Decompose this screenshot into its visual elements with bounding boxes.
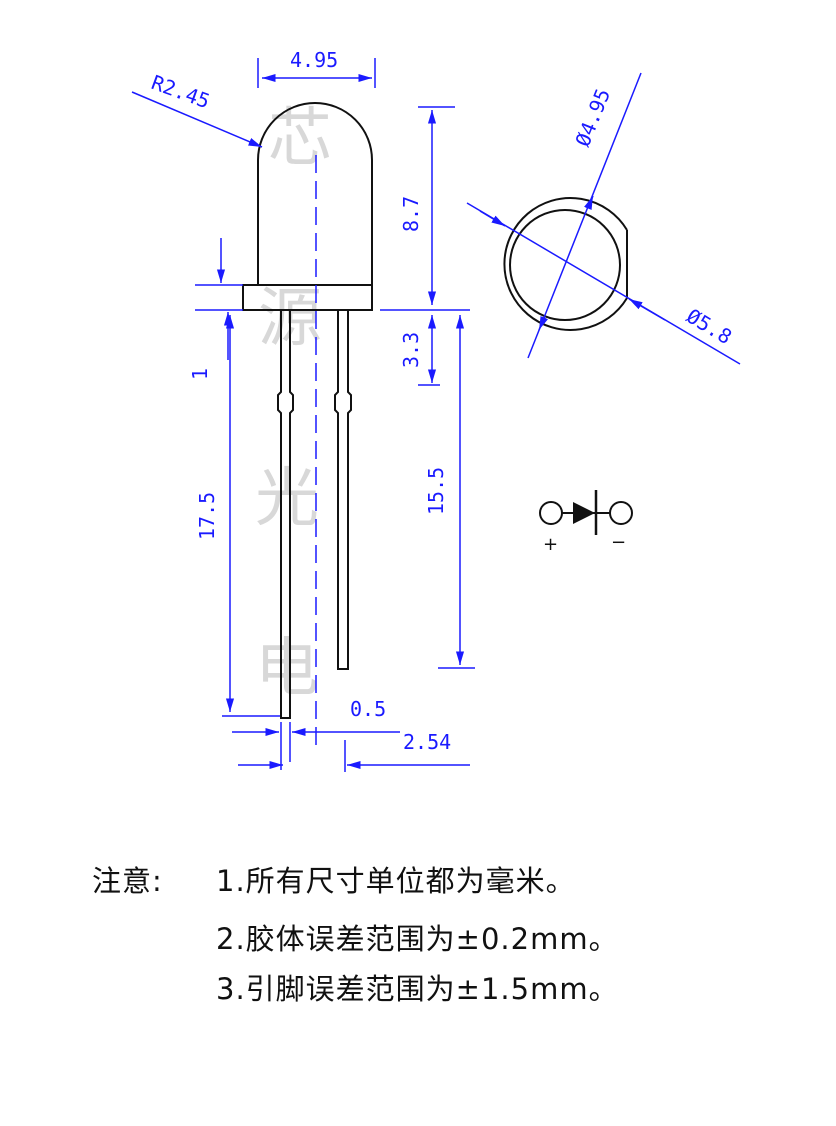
- dim-flange-height: 3.3: [399, 332, 423, 368]
- dim-lead-width: 0.5: [350, 697, 386, 721]
- dim-top-width: 4.95: [290, 48, 338, 72]
- dim-inner-diameter: Ø4.95: [570, 85, 615, 150]
- dim-radius: R2.45: [148, 70, 213, 113]
- anode-lead: [277, 310, 294, 719]
- diode-triangle: [573, 502, 595, 524]
- dim-flange-thickness: 1: [188, 368, 212, 380]
- cathode-lead: [334, 310, 352, 670]
- anode-terminal: [539, 501, 563, 525]
- dim-pitch: 2.54: [403, 730, 451, 754]
- dim-short-lead: 15.5: [424, 467, 448, 515]
- dimension-lines: [131, 58, 475, 772]
- minus-label: −: [611, 532, 626, 553]
- dim-long-lead: 17.5: [195, 492, 219, 540]
- inner-lens: [509, 209, 621, 321]
- led-body: [242, 102, 373, 719]
- dim-outer-diameter: Ø5.8: [682, 304, 736, 349]
- dim-lens-height: 8.7: [399, 196, 423, 232]
- watermark-char: 电: [255, 632, 319, 706]
- watermark-char: 光: [255, 462, 319, 536]
- cathode-terminal: [609, 501, 633, 525]
- top-view: Ø4.95 Ø5.8: [466, 72, 741, 365]
- lens-outline: [257, 102, 373, 285]
- plus-label: +: [543, 534, 558, 555]
- flange-outline: [242, 284, 373, 311]
- diode-symbol: + −: [539, 490, 633, 555]
- watermark-char: 芯: [268, 102, 332, 176]
